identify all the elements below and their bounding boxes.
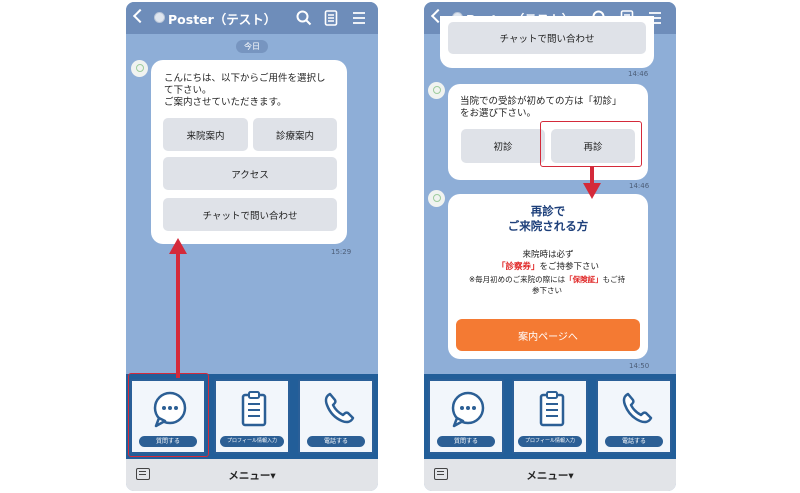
phone-left: Poster（テスト） 今日 こんにちは、以下からご用件を選択し て下さい。 ご… — [126, 2, 378, 491]
guide-page-button[interactable]: 案内ページへ — [456, 319, 640, 351]
option-button-access[interactable]: アクセス — [163, 157, 337, 190]
menu-bar: メニュー▾ — [126, 459, 378, 491]
message-line: ご案内させていただきます。 — [164, 97, 287, 108]
previous-message-bubble: チャットで問い合わせ — [440, 16, 654, 68]
rich-menu-label: プロフィール情報入力 — [220, 436, 284, 447]
card-note: ※毎月初めのご来院の際には — [468, 275, 566, 284]
rich-menu-label: 電話する — [307, 436, 365, 447]
card-note-row: ※毎月初めのご来院の際には「保険証」もご持 — [454, 275, 640, 285]
date-label: 今日 — [236, 40, 268, 53]
card-title-line: 再診で — [530, 204, 566, 218]
menu-bar: メニュー▾ — [424, 459, 676, 491]
rich-menu-item-phone[interactable]: 電話する — [298, 379, 374, 454]
option-button-clinic-guide[interactable]: 診療案内 — [253, 118, 337, 151]
account-avatar — [154, 12, 165, 23]
clipboard-icon — [539, 391, 565, 427]
option-button-return-visit[interactable]: 再診 — [551, 129, 635, 163]
rich-menu: 質問する プロフィール情報入力 電話する — [424, 374, 676, 459]
option-button-chat-inquiry[interactable]: チャットで問い合わせ — [448, 22, 646, 54]
message-line: て下さい。 — [164, 85, 212, 96]
chat-bubble-icon — [153, 391, 187, 428]
arrow-up-annotation — [169, 238, 187, 378]
rich-menu-label: 電話する — [605, 436, 663, 447]
phone-icon — [324, 392, 355, 424]
back-chevron-icon[interactable] — [132, 8, 148, 24]
option-button-first-visit[interactable]: 初診 — [461, 129, 545, 163]
highlight-box-return-visit — [540, 121, 642, 167]
rich-menu-label: 質問する — [437, 436, 495, 447]
rich-menu-label: プロフィール情報入力 — [518, 436, 582, 447]
keyboard-icon[interactable] — [136, 468, 150, 480]
message-time: 14:46 — [628, 70, 649, 78]
card-title-line: ご来院される方 — [507, 219, 589, 233]
highlight-text: 「診察券」 — [496, 262, 540, 272]
phone-icon — [622, 392, 653, 424]
message-time: 14:46 — [629, 182, 650, 190]
rich-menu-item-phone[interactable]: 電話する — [596, 379, 672, 454]
option-button-visit-guide[interactable]: 来院案内 — [163, 118, 248, 151]
phone-right: Poster（テスト） チャットで問い合わせ 14:46 当院での受診が初めての… — [424, 2, 676, 491]
header-bar: Poster（テスト） — [126, 2, 378, 34]
rich-menu-item-question[interactable]: 質問する — [130, 379, 206, 454]
arrow-down-annotation — [583, 167, 601, 199]
rich-menu: 質問する プロフィール情報入力 電話する — [126, 374, 378, 459]
info-card: 再診で ご来院される方 来院時は必ず 「診察券」をご持参下さい ※毎月初めのご来… — [448, 194, 648, 359]
card-text: をご持参下さい — [539, 262, 600, 272]
card-note: 参下さい — [532, 286, 562, 295]
chat-bubble-icon — [451, 391, 485, 428]
message-line: こんにちは、以下からご用件を選択し — [164, 73, 326, 84]
card-text-row: 「診察券」をご持参下さい — [448, 262, 648, 273]
message-line: 当院での受診が初めての方は「初診」 — [460, 96, 622, 107]
message-bubble: こんにちは、以下からご用件を選択し て下さい。 ご案内させていただきます。 来院… — [151, 60, 347, 244]
rich-menu-item-profile[interactable]: プロフィール情報入力 — [214, 379, 290, 454]
highlight-box-question — [128, 373, 209, 457]
menu-toggle[interactable]: メニュー▾ — [228, 470, 276, 482]
bot-avatar — [428, 82, 445, 99]
keyboard-icon[interactable] — [434, 468, 448, 480]
bot-avatar — [131, 60, 148, 77]
message-bubble: 当院での受診が初めての方は「初診」 をお選び下さい。 初診 再診 — [448, 84, 648, 180]
rich-menu-label: 質問する — [139, 436, 197, 447]
note-icon[interactable] — [322, 9, 340, 27]
message-time: 14:50 — [629, 362, 650, 370]
hamburger-menu-icon[interactable] — [350, 9, 368, 27]
clipboard-icon — [241, 391, 267, 427]
card-note: もご持 — [602, 275, 626, 284]
chat-title: Poster（テスト） — [168, 12, 277, 27]
highlight-text: 「保険証」 — [565, 275, 603, 284]
card-text: 来院時は必ず — [522, 250, 574, 260]
rich-menu-item-profile[interactable]: プロフィール情報入力 — [512, 379, 588, 454]
message-line: をお選び下さい。 — [460, 108, 537, 119]
rich-menu-item-question[interactable]: 質問する — [428, 379, 504, 454]
option-button-chat-inquiry[interactable]: チャットで問い合わせ — [163, 198, 337, 231]
search-icon[interactable] — [295, 9, 313, 27]
message-time: 15:29 — [331, 248, 352, 256]
bot-avatar — [428, 190, 445, 207]
menu-toggle[interactable]: メニュー▾ — [526, 470, 574, 482]
